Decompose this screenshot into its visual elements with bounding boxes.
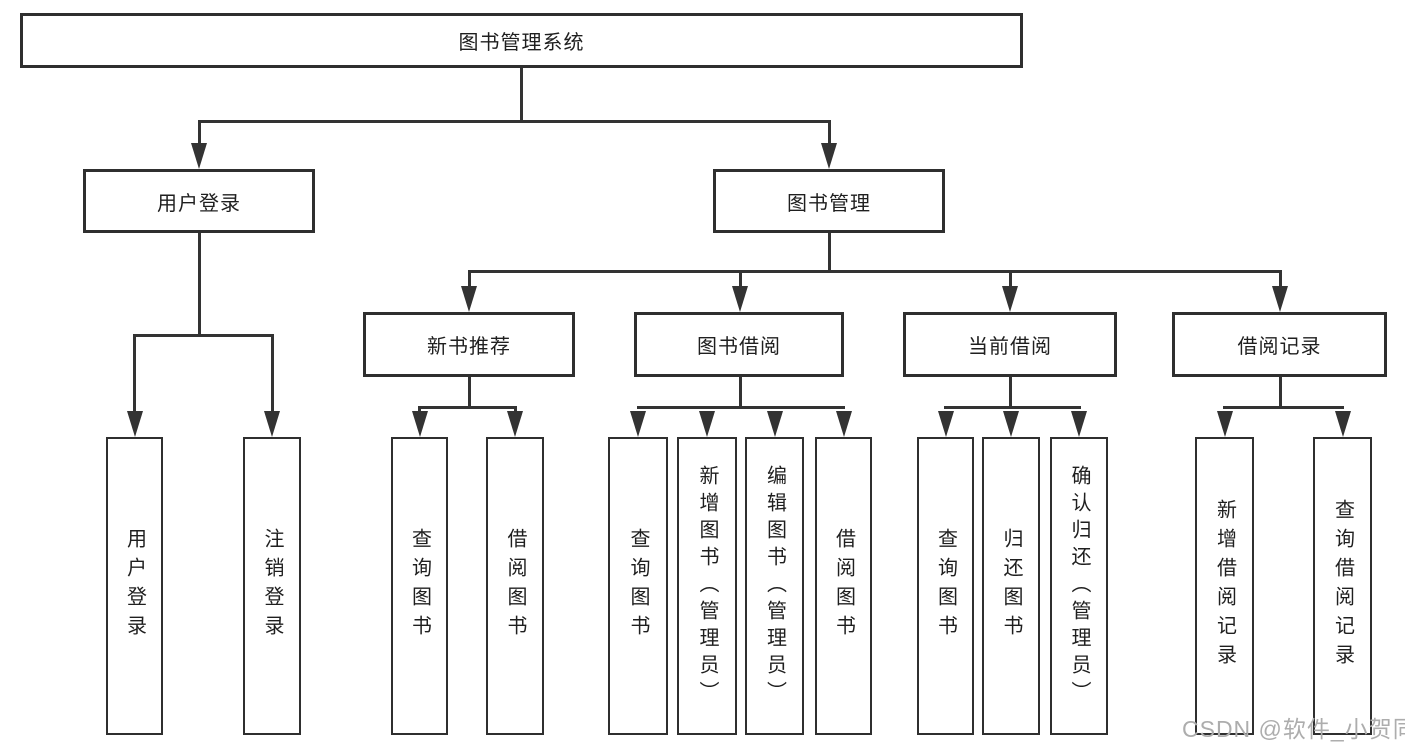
arrow-down-icon <box>630 411 646 437</box>
leaf-user-login: 用户登录 <box>106 437 163 735</box>
connector-line <box>418 405 517 409</box>
arrow-down-icon <box>191 143 207 169</box>
arrow-down-icon <box>1334 411 1351 437</box>
arrow-down-icon <box>411 411 428 437</box>
leaf-query-book-2: 查询图书 <box>608 437 668 735</box>
leaf-label: 新增借阅记录 <box>1213 499 1236 673</box>
arrow-down-icon <box>766 411 783 437</box>
arrow-down-icon <box>699 411 715 437</box>
arrow-down-icon <box>507 411 523 437</box>
connector-line <box>197 119 831 123</box>
connector-line <box>827 233 831 271</box>
connector-line <box>827 121 831 145</box>
arrow-down-icon <box>1003 411 1019 437</box>
leaf-label: 借阅图书 <box>504 528 526 644</box>
connector-line <box>513 405 517 414</box>
arrow-down-icon <box>1272 286 1288 312</box>
arrow-down-icon <box>1002 286 1018 312</box>
node-current-borrow: 当前借阅 <box>903 312 1117 377</box>
connector-line <box>467 271 471 288</box>
leaf-label: 注销登录 <box>261 528 283 644</box>
leaf-label: 编辑图书（管理员） <box>763 464 786 708</box>
connector-line <box>1008 377 1012 407</box>
connector-line <box>1223 405 1344 409</box>
leaf-label: 用户登录 <box>123 528 146 644</box>
leaf-edit-book-admin: 编辑图书（管理员） <box>745 437 804 735</box>
connector-line <box>197 121 201 145</box>
connector-line <box>1278 377 1282 407</box>
connector-line <box>270 335 274 413</box>
arrow-down-icon <box>264 411 280 437</box>
leaf-query-book-1: 查询图书 <box>391 437 448 735</box>
connector-line <box>519 68 523 121</box>
arrow-down-icon <box>937 411 954 437</box>
leaf-logout: 注销登录 <box>243 437 301 735</box>
arrow-down-icon <box>835 411 852 437</box>
node-user-login: 用户登录 <box>83 169 315 233</box>
connector-line <box>636 405 845 409</box>
arrow-down-icon <box>732 286 748 312</box>
leaf-label: 新增图书（管理员） <box>696 464 718 708</box>
node-root: 图书管理系统 <box>20 13 1023 68</box>
arrow-down-icon <box>1071 411 1087 437</box>
connector-line <box>133 333 274 337</box>
arrow-down-icon <box>1216 411 1233 437</box>
leaf-add-book-admin: 新增图书（管理员） <box>677 437 737 735</box>
arrow-down-icon <box>126 411 143 437</box>
leaf-label: 归还图书 <box>1000 528 1022 644</box>
connector-line <box>944 405 1081 409</box>
leaf-query-book-3: 查询图书 <box>917 437 974 735</box>
connector-line <box>1278 271 1282 288</box>
arrow-down-icon <box>461 286 477 312</box>
connector-line <box>738 377 742 407</box>
connector-line <box>133 335 136 413</box>
connector-line <box>467 377 471 407</box>
node-new-book-recommend: 新书推荐 <box>363 312 575 377</box>
watermark: CSDN @软件_小贺同学 <box>1182 716 1405 742</box>
connector-line <box>197 233 201 335</box>
node-book-management: 图书管理 <box>713 169 945 233</box>
leaf-label: 查询图书 <box>934 528 957 644</box>
connector-line <box>1008 271 1012 288</box>
arrow-down-icon <box>821 143 837 169</box>
connector-line <box>467 269 1282 273</box>
connector-line <box>738 271 742 288</box>
leaf-borrow-book-2: 借阅图书 <box>815 437 872 735</box>
leaf-add-borrow-record: 新增借阅记录 <box>1195 437 1254 735</box>
node-book-borrow: 图书借阅 <box>634 312 844 377</box>
leaf-query-borrow-record: 查询借阅记录 <box>1313 437 1372 735</box>
leaf-borrow-book-1: 借阅图书 <box>486 437 544 735</box>
leaf-label: 查询图书 <box>627 528 649 644</box>
leaf-label: 查询借阅记录 <box>1331 499 1354 673</box>
leaf-confirm-return-admin: 确认归还（管理员） <box>1050 437 1108 735</box>
node-borrow-records: 借阅记录 <box>1172 312 1387 377</box>
leaf-label: 查询图书 <box>408 528 431 644</box>
leaf-return-book: 归还图书 <box>982 437 1040 735</box>
leaf-label: 确认归还（管理员） <box>1068 464 1090 708</box>
connector-line <box>418 405 421 414</box>
leaf-label: 借阅图书 <box>832 528 855 644</box>
